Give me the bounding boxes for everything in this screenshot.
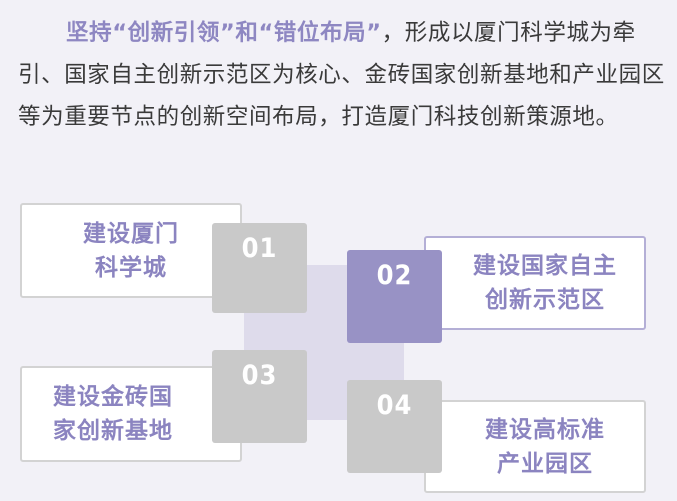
intro-paragraph: 坚持“创新引领”和“错位布局”，形成以厦门科学城为牵引、国家自主创新示范区为核心… <box>18 12 668 138</box>
intro-highlight: 坚持“创新引领”和“错位布局” <box>66 20 382 46</box>
intro-body: ，形成以厦门科学城为牵引、国家自主创新示范区为核心、金砖国家创新基地和产业园区等… <box>18 20 665 130</box>
card-label: 建设厦门 科学城 <box>83 220 179 281</box>
number-badge-01: 01 <box>212 223 307 313</box>
card-label: 建设高标准 产业园区 <box>485 416 605 477</box>
card-brics-innovation-base: 建设金砖国 家创新基地 <box>20 366 242 462</box>
card-label: 建设金砖国 家创新基地 <box>53 384 173 444</box>
card-industrial-park: 建设高标准 产业园区 <box>424 400 646 493</box>
card-label: 建设国家自主 创新示范区 <box>473 253 617 313</box>
card-xiamen-science-city: 建设厦门 科学城 <box>20 203 242 298</box>
number-badge-02: 02 <box>347 250 442 343</box>
number-badge-04: 04 <box>347 380 442 473</box>
card-national-demo-zone: 建设国家自主 创新示范区 <box>424 236 646 330</box>
number-badge-03: 03 <box>212 350 307 443</box>
